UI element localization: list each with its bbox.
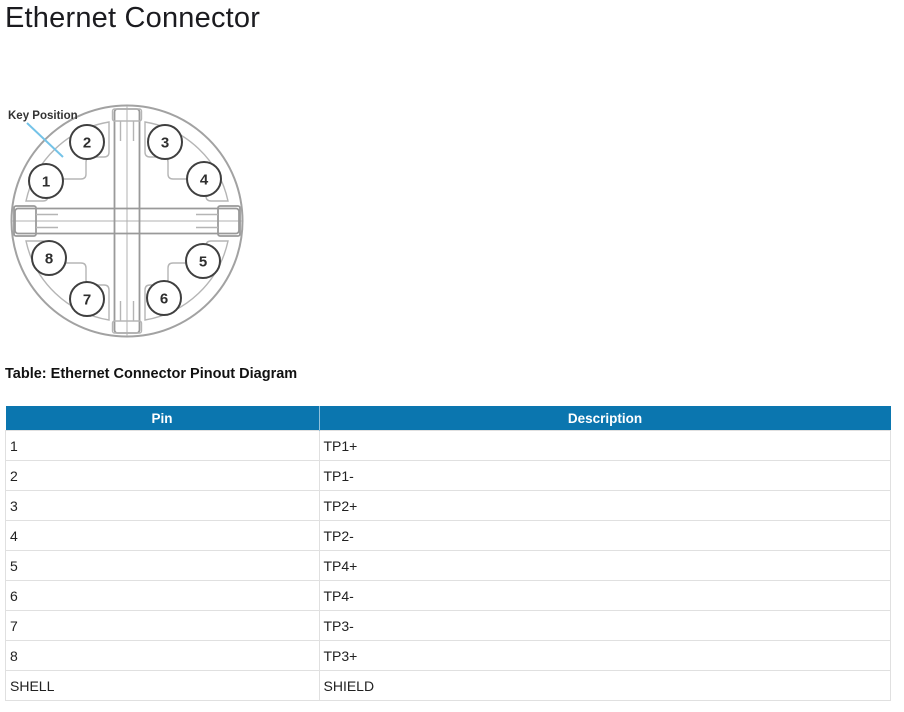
description-cell: TP1+: [318, 430, 891, 461]
pin-circle-2: [69, 124, 105, 160]
pin-circle-3: [147, 124, 183, 160]
cross-horizontal-bar: [14, 207, 240, 235]
pin-number-4: 4: [200, 172, 209, 189]
pin-circle-7: [69, 281, 105, 317]
pin-number-3: 3: [161, 135, 169, 152]
pin-number-8: 8: [45, 251, 53, 268]
pin-number-2: 2: [83, 135, 91, 152]
description-cell: SHIELD: [318, 670, 891, 701]
pin-number-7: 7: [83, 292, 91, 309]
connector-outline: [10, 104, 244, 338]
pin-cell: 2: [5, 460, 320, 491]
pin-circle-5: [185, 243, 221, 279]
description-cell: TP1-: [318, 460, 891, 491]
key-position-line: [26, 122, 64, 158]
pin-cell: 1: [5, 430, 320, 461]
description-cell: TP2-: [318, 520, 891, 551]
pin-number-6: 6: [160, 291, 168, 308]
pin-number-5: 5: [199, 254, 207, 271]
cross-top-cap: [111, 108, 143, 122]
description-cell: TP4-: [318, 580, 891, 611]
pin-cell: 8: [5, 640, 320, 671]
table-caption: Table: Ethernet Connector Pinout Diagram: [5, 366, 298, 382]
key-position-label: Key Position: [8, 110, 78, 122]
pin-cell: 4: [5, 520, 320, 551]
pin-circle-6: [146, 280, 182, 316]
pinout-table-header: Pin Description: [5, 406, 891, 431]
pins-group: 1 2 3 4 5 6 7 8: [28, 124, 222, 317]
description-cell: TP3+: [318, 640, 891, 671]
description-cell: TP2+: [318, 490, 891, 521]
pin-cell: 6: [5, 580, 320, 611]
pin-cell: SHELL: [5, 670, 320, 701]
page-title: Ethernet Connector: [5, 2, 261, 34]
pin-circle-1: [28, 163, 64, 199]
key-tab-right: [217, 205, 241, 237]
column-header-pin: Pin: [5, 406, 320, 431]
connector-diagram: 1 2 3 4 5 6 7 8 Key Position: [8, 104, 244, 338]
column-header-description: Description: [319, 406, 891, 431]
pin-circle-4: [186, 161, 222, 197]
pin-cell: 7: [5, 610, 320, 641]
description-cell: TP3-: [318, 610, 891, 641]
pin-number-1: 1: [42, 174, 50, 191]
description-cell: TP4+: [318, 550, 891, 581]
pin-cell: 5: [5, 550, 320, 581]
key-tab-left: [13, 205, 37, 237]
cross-bottom-cap: [111, 320, 143, 334]
pin-circle-8: [31, 240, 67, 276]
pin-cell: 3: [5, 490, 320, 521]
